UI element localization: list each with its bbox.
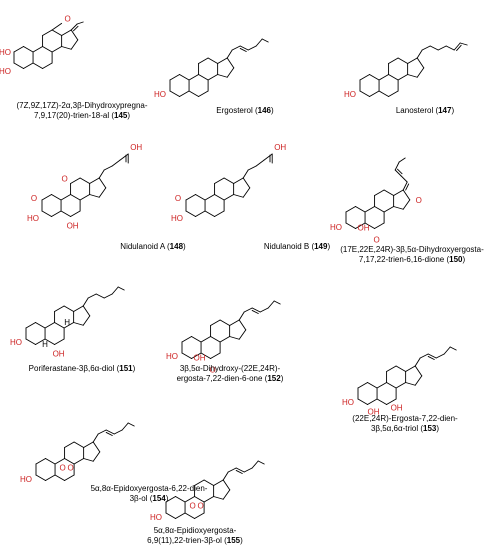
hydroxyl-label: OH <box>67 222 79 231</box>
label-compound-152: 3β,5α-Dihydroxy-(22E,24R)- ergosta-7,22-… <box>176 364 284 383</box>
hydroxyl-label: HO <box>154 90 166 99</box>
compound-150-number: 150 <box>449 255 463 264</box>
structure-compound-151: HO OH H H <box>10 286 125 359</box>
compound-153-number: 153 <box>423 424 437 433</box>
structure-compound-153: HO OH OH <box>342 346 457 417</box>
ketone-oxygen-label: O <box>61 175 67 184</box>
compound-152-name-line2: ergosta-7,22-dien-6-one <box>176 374 263 383</box>
hydroxyl-label: HO <box>171 214 183 223</box>
compound-145-name-line1: (7Z,9Z,17Z)-2α,3β-Dihydroxypregna- <box>16 101 148 110</box>
peroxide-oxygen-label: O <box>67 464 73 473</box>
label-compound-145: (7Z,9Z,17Z)-2α,3β-Dihydroxypregna- 7,9,1… <box>16 101 148 120</box>
compound-145-number: 145 <box>114 111 128 120</box>
compound-148-number: 148 <box>169 242 184 251</box>
structure-compound-145: HO HO O <box>0 14 84 76</box>
hydroxyl-label: HO <box>166 352 178 361</box>
hydroxyl-label: OH <box>194 354 206 363</box>
ketone-oxygen-label: O <box>209 366 215 375</box>
compound-147-number: 147 <box>438 106 452 115</box>
label-compound-153: (22E,24R)-Ergosta-7,22-dien- 3β,5α,6α-tr… <box>352 414 458 433</box>
hydroxyl-label: OH <box>53 350 65 359</box>
peroxide-oxygen-label: O <box>197 502 203 511</box>
ether-oxygen-label: O <box>31 194 37 203</box>
hydroxyl-label: OH <box>358 224 370 233</box>
compound-147-name: Lanosterol <box>395 106 434 115</box>
hydroxyl-label: OH <box>274 143 286 152</box>
peroxide-oxygen-label: O <box>59 464 65 473</box>
label-compound-155: 5α,8α-Epidioxyergosta- 6,9(11),22-trien-… <box>147 526 243 545</box>
compound-154-number: 154 <box>152 494 166 503</box>
label-compound-151: Poriferastane-3β,6α-diol (151) <box>28 364 136 373</box>
hydroxyl-label: HO <box>342 398 354 407</box>
compound-146-name: Ergosterol <box>216 106 253 115</box>
compound-155-name-line2: 6,9(11),22-trien-3β-ol <box>147 536 222 545</box>
label-compound-146: Ergosterol (146) <box>216 106 274 115</box>
structure-compound-147: HO <box>344 42 468 99</box>
label-compound-149: Nidulanoid B (149) <box>263 242 331 251</box>
compound-154-name-line1: 5α,8α-Epidoxyergosta-6,22-dien- <box>90 484 208 493</box>
hydroxyl-label: HO <box>20 475 32 484</box>
compound-151-number: 151 <box>119 364 133 373</box>
label-compound-154: 5α,8α-Epidoxyergosta-6,22-dien- 3β-ol (1… <box>90 484 208 503</box>
compound-150-name-line1: (17E,22E,24R)-3β,5α-Dihydroxyergosta- <box>340 245 484 254</box>
compound-155-name-line1: 5α,8α-Epidioxyergosta- <box>153 526 237 535</box>
compound-149-name: Nidulanoid B <box>263 242 310 251</box>
compound-150-name-line2: 7,17,22-trien-6,16-dione <box>358 255 445 264</box>
ketone-oxygen-label: O <box>373 236 379 245</box>
compound-153-name-line2: 3β,5α,6α-triol <box>370 424 419 433</box>
label-compound-148: Nidulanoid A (148) <box>120 242 186 251</box>
compound-155-number: 155 <box>226 536 241 545</box>
compound-154-name-line2: 3β-ol <box>129 494 148 503</box>
compound-149-number: 149 <box>314 242 328 251</box>
ketone-oxygen-label: O <box>416 196 422 205</box>
structure-compound-152: HO OHO <box>166 300 281 375</box>
compound-152-name-line1: 3β,5α-Dihydroxy-(22E,24R)- <box>179 364 281 373</box>
compound-145-name-line2: 7,9,17(20)-trien-18-al <box>33 111 110 120</box>
aldehyde-oxygen-label: O <box>65 14 71 23</box>
hydroxyl-label: OH <box>391 404 403 413</box>
structure-compound-149: O HO OH <box>171 143 286 223</box>
label-compound-147: Lanosterol (147) <box>395 106 455 115</box>
compound-152-number: 152 <box>267 374 281 383</box>
peroxide-oxygen-label: O <box>189 502 195 511</box>
hydroxyl-label: HO <box>0 67 11 76</box>
stereo-hydrogen-label: H <box>42 340 48 349</box>
ether-oxygen-label: O <box>175 194 181 203</box>
structure-compound-146: HO <box>154 38 269 99</box>
hydroxyl-label: OH <box>368 408 380 417</box>
hydroxyl-label: HO <box>0 48 11 57</box>
hydroxyl-label: OH <box>130 143 142 152</box>
compound-146-number: 146 <box>257 106 272 115</box>
hydroxyl-label: HO <box>344 90 356 99</box>
label-compound-150: (17E,22E,24R)-3β,5α-Dihydroxyergosta- 7,… <box>340 245 484 264</box>
compound-153-name-line1: (22E,24R)-Ergosta-7,22-dien- <box>352 414 458 423</box>
compound-148-name: Nidulanoid A <box>120 242 165 251</box>
compound-151-name: Poriferastane-3β,6α-diol <box>28 364 115 373</box>
hydroxyl-label: HO <box>27 214 39 223</box>
hydroxyl-label: HO <box>10 338 22 347</box>
hydroxyl-label: HO <box>150 513 162 522</box>
stereo-hydrogen-label: H <box>64 318 70 327</box>
hydroxyl-label: HO <box>330 223 342 232</box>
